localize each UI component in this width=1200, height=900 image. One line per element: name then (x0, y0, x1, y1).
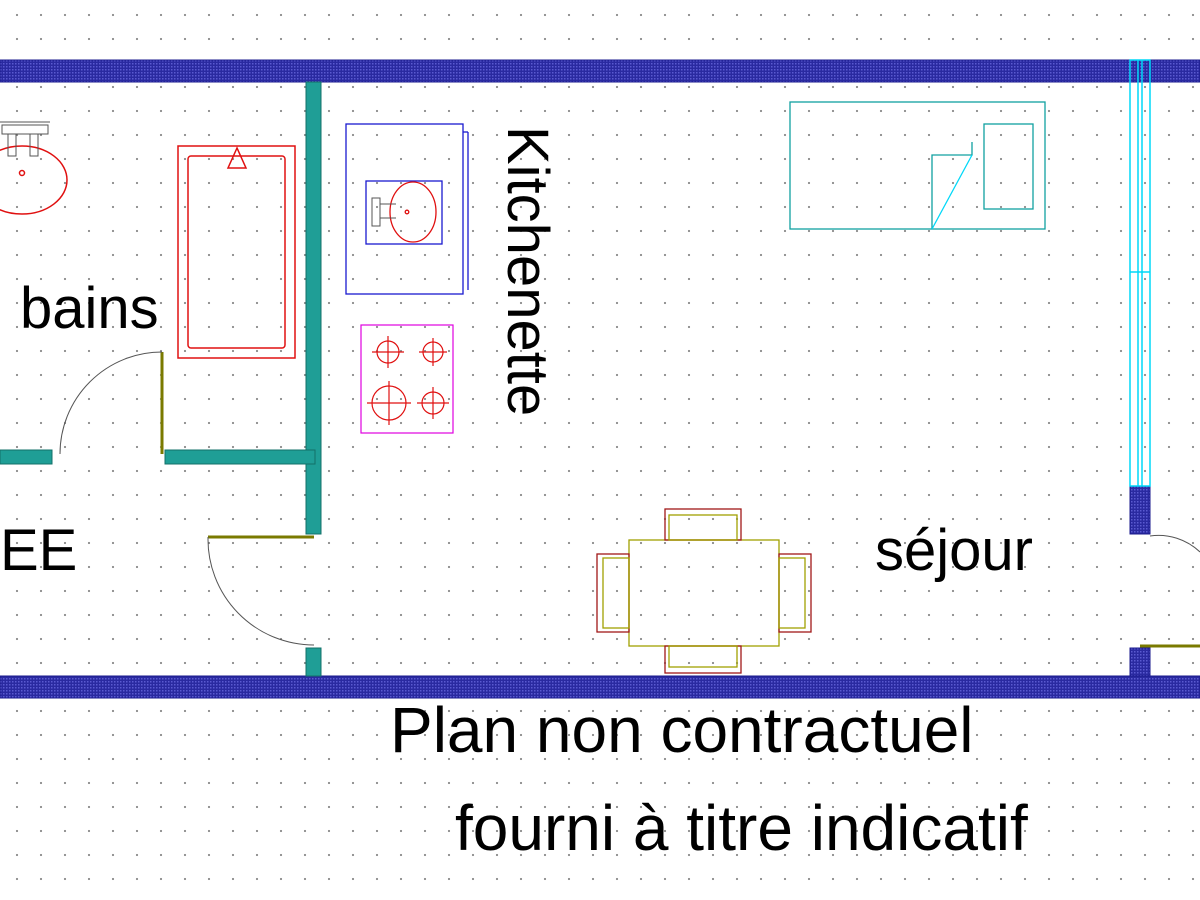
bed (789, 101, 1046, 230)
room-label-entrance: EE (0, 522, 78, 580)
bathtub (177, 145, 296, 359)
bathroom-door (59, 351, 164, 455)
window (1129, 59, 1151, 487)
kitchen-partition-lower (305, 647, 322, 677)
burner-icon (417, 387, 449, 419)
room-label-kitchenette: Kitchenette (495, 126, 560, 417)
bathroom-fixtures (0, 121, 296, 359)
hob (360, 324, 454, 434)
disclaimer-line-1: Plan non contractuel (390, 694, 974, 766)
kitchen-door (207, 535, 315, 646)
dining-table (628, 539, 780, 647)
top-wall (0, 59, 1200, 83)
washbasin (0, 121, 68, 215)
chairs (596, 508, 812, 674)
kitchen-tap-icon (371, 197, 396, 227)
doors (59, 351, 1200, 648)
room-label-bathroom: bains (20, 276, 159, 341)
balcony-door (1140, 534, 1200, 648)
disclaimer-line-2: fourni à titre indicatif (455, 792, 1028, 864)
burner-icon (367, 381, 411, 425)
bathroom-wall-right (164, 449, 316, 465)
dining-set (596, 508, 812, 674)
interior-walls (0, 81, 322, 677)
right-wall-lower (1129, 647, 1151, 677)
kitchen-unit (345, 123, 469, 295)
outer-walls (0, 59, 1200, 699)
burner-icon (372, 336, 404, 368)
burner-icon (419, 338, 447, 366)
room-label-living-room: séjour (875, 518, 1033, 583)
right-wall-upper (1129, 485, 1151, 535)
kitchen-partition (305, 81, 322, 535)
pillow (983, 123, 1034, 210)
bathroom-wall-left (0, 449, 53, 465)
bottom-wall (0, 675, 1200, 699)
